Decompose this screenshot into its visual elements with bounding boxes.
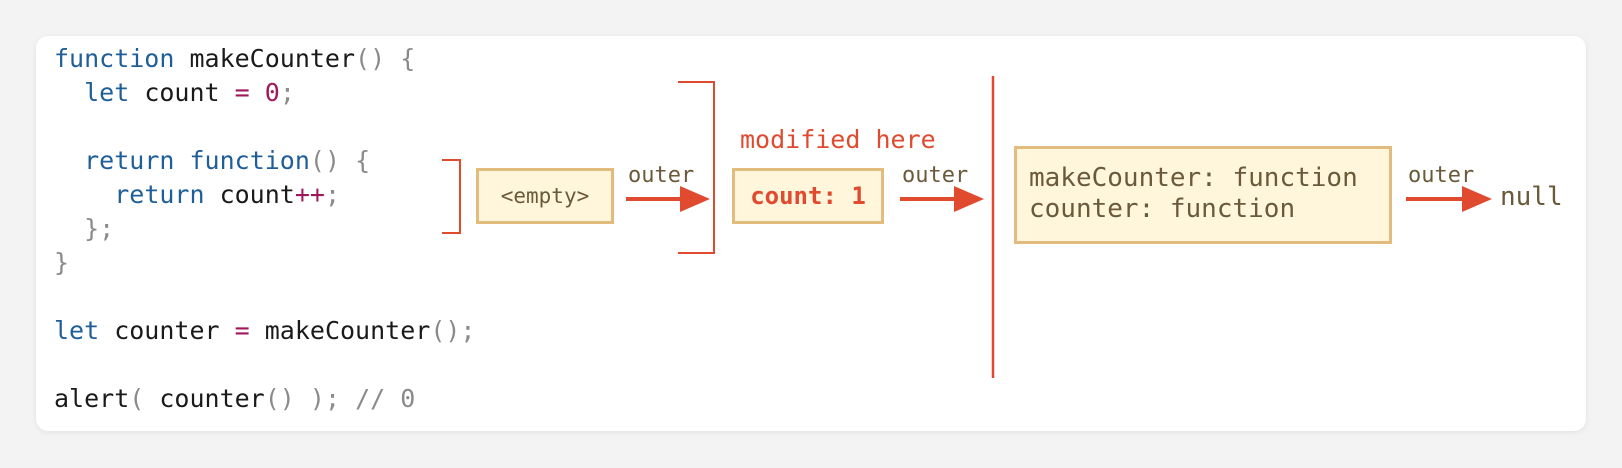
make-counter-bracket bbox=[678, 81, 715, 254]
outer-arrow-1-head bbox=[680, 186, 710, 212]
code-line: let count = 0; bbox=[84, 78, 295, 107]
outer-label: outer bbox=[1408, 163, 1475, 188]
code-block: function makeCounter() { let count = 0; … bbox=[54, 42, 475, 416]
code-line: alert( counter() ); // 0 bbox=[54, 384, 416, 413]
code-line: return function() { bbox=[84, 146, 371, 175]
outer-label: outer bbox=[628, 163, 695, 188]
empty-environment-box: <empty> bbox=[476, 168, 614, 224]
modified-here-label: modified here bbox=[740, 125, 936, 154]
global-environment-box: makeCounter: function counter: function bbox=[1014, 146, 1392, 244]
code-line: function makeCounter() { bbox=[54, 44, 416, 73]
code-line: let counter = makeCounter(); bbox=[54, 316, 476, 345]
global-env-entry: makeCounter: function bbox=[1029, 163, 1358, 193]
global-env-entry: counter: function bbox=[1029, 194, 1296, 224]
code-line: } bbox=[54, 248, 70, 277]
outer-arrow-3-head bbox=[1462, 186, 1492, 212]
outer-arrow-2-head bbox=[954, 186, 984, 212]
counter-environment-box: count: 1 bbox=[732, 168, 884, 224]
outer-label: outer bbox=[902, 163, 969, 188]
code-line: }; bbox=[54, 214, 115, 243]
null-label: null bbox=[1500, 182, 1563, 212]
inner-function-bracket bbox=[442, 159, 461, 234]
code-line: return count++; bbox=[114, 180, 341, 209]
